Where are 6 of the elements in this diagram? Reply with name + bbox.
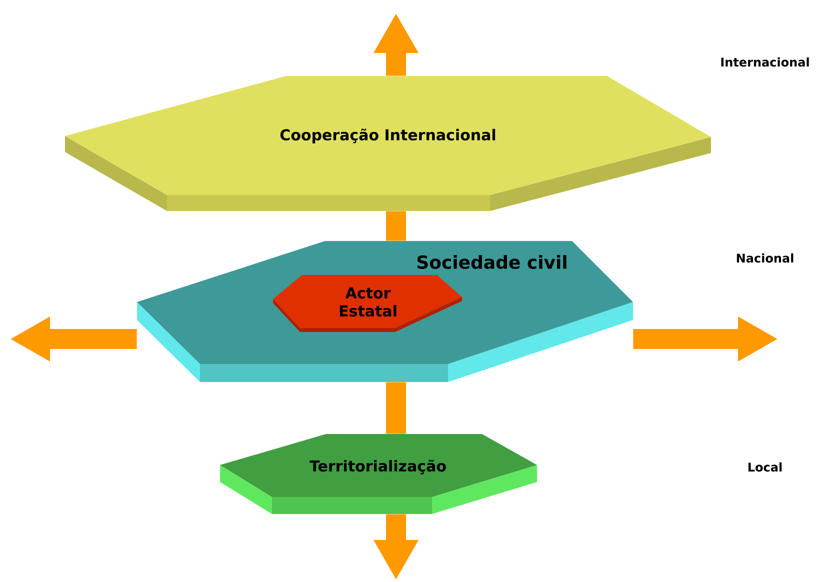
level-label: Nacional <box>736 253 794 263</box>
level-label: Local <box>748 462 782 472</box>
hexagon-slab: Cooperação Internacional <box>65 76 711 211</box>
hexagon-slab: Actor Estatal <box>273 275 462 332</box>
level-label: Internacional <box>721 57 809 67</box>
hexagon-slab: Territorialização <box>220 434 537 514</box>
